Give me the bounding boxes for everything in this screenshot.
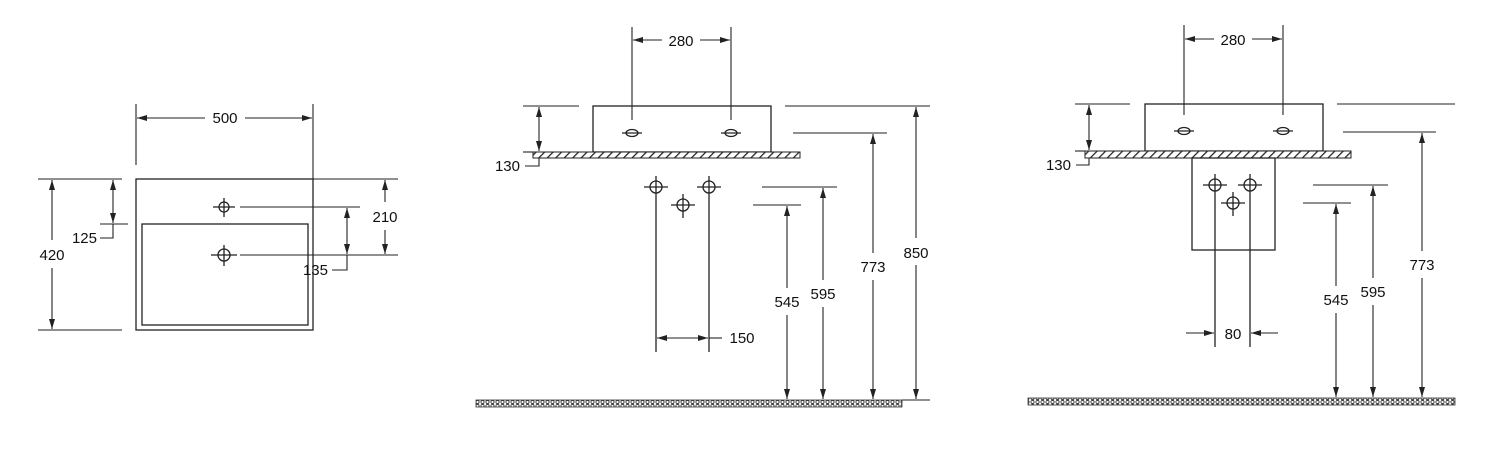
- dim-width: 500: [212, 110, 237, 127]
- dim-tap-to-waste: 135: [303, 262, 328, 279]
- wall-hung-view: 280 130 150 545 595 773 850: [475, 27, 930, 408]
- dim-basin-height: 130: [1046, 157, 1071, 174]
- plan-view: 500 420 125 210 135: [38, 104, 398, 331]
- dim-height-595: 595: [1360, 284, 1385, 301]
- trap-hole-icon: [671, 194, 695, 218]
- tap-hole-icon: [1174, 126, 1194, 136]
- floor: [475, 399, 903, 408]
- tap-hole-icon: [721, 128, 741, 138]
- dim-trap-spacing: 150: [729, 330, 754, 347]
- dim-height-850: 850: [903, 245, 928, 262]
- countertop: [532, 151, 801, 159]
- dim-depth: 420: [39, 247, 64, 264]
- pedestal-view: 280 130 80 545 595 773: [1027, 25, 1456, 406]
- dim-tap-offset: 125: [72, 230, 97, 247]
- dim-tap-spacing: 280: [1220, 32, 1245, 49]
- dim-trap-spacing: 80: [1225, 326, 1242, 343]
- floor: [1027, 397, 1456, 406]
- tap-hole-icon: [213, 198, 235, 217]
- basin-front: [1144, 103, 1324, 152]
- trap-hole-icon: [1203, 174, 1227, 347]
- dim-height-545: 545: [774, 294, 799, 311]
- pedestal-cabinet: [1191, 157, 1276, 251]
- basin-front: [592, 105, 772, 153]
- dim-height-595: 595: [810, 286, 835, 303]
- dim-tap-spacing: 280: [668, 33, 693, 50]
- dim-height-773: 773: [1409, 257, 1434, 274]
- trap-hole-icon: [644, 176, 668, 352]
- dim-height-545: 545: [1323, 292, 1348, 309]
- countertop: [1084, 150, 1352, 159]
- dim-waste-to-back: 210: [372, 209, 397, 226]
- dim-height-773: 773: [860, 259, 885, 276]
- tap-hole-icon: [622, 128, 642, 138]
- trap-hole-icon: [1238, 174, 1262, 347]
- waste-hole-icon: [211, 245, 237, 266]
- bowl-outline: [141, 223, 309, 326]
- trap-hole-icon: [1221, 192, 1245, 216]
- trap-hole-icon: [697, 176, 721, 352]
- dim-basin-height: 130: [495, 158, 520, 175]
- tap-hole-icon: [1273, 126, 1293, 136]
